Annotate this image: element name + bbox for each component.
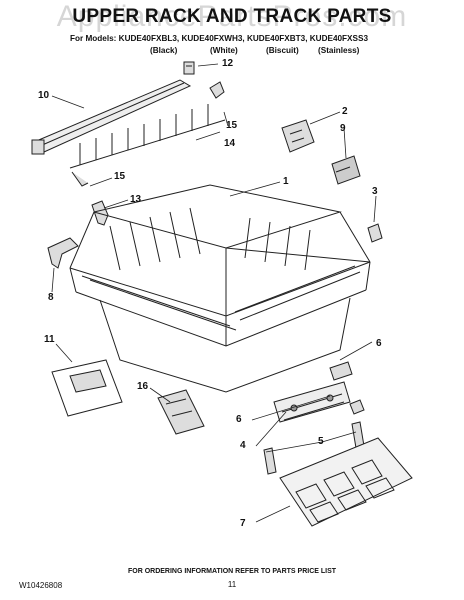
part-2-bracket: [281, 119, 315, 153]
doc-number: W10426808: [19, 581, 63, 590]
callout-1: 1: [283, 176, 289, 187]
variant-label: (Stainless): [318, 46, 360, 55]
part-3-clip: [367, 223, 383, 243]
part-8-clip: [47, 237, 79, 269]
callout-11: 11: [44, 334, 55, 345]
callout-8: 8: [48, 292, 54, 303]
callout-15-top: 15: [226, 120, 238, 131]
part-6-clip-bottom: [349, 399, 365, 415]
variant-label: (Biscuit): [266, 46, 299, 55]
part-4-track-adjuster: [273, 381, 351, 423]
part-16-clip: [157, 389, 205, 435]
callout-7: 7: [240, 518, 246, 529]
callout-13: 13: [130, 194, 142, 205]
page-number: 11: [227, 580, 237, 589]
callout-6-top: 6: [376, 338, 382, 349]
watermark: AppliancePartsPros.com: [56, 0, 408, 33]
part-7-stemware-holder: [279, 437, 413, 527]
ordering-info: FOR ORDERING INFORMATION REFER TO PARTS …: [127, 568, 337, 575]
callout-2: 2: [342, 106, 348, 117]
variant-label: (Black): [150, 46, 178, 55]
callout-5: 5: [318, 436, 324, 447]
part-1-rack: [69, 184, 371, 393]
variant-label: (White): [210, 46, 238, 55]
part-13-clip: [91, 200, 109, 226]
part-6-clip-top: [329, 361, 353, 381]
part-10-rail: [31, 79, 192, 155]
callout-15-left: 15: [114, 171, 126, 182]
part-9-bracket: [331, 155, 361, 185]
callout-14: 14: [224, 138, 236, 149]
callout-10: 10: [38, 90, 50, 101]
models-line: For Models: KUDE40FXBL3, KUDE40FXWH3, KU…: [70, 34, 368, 43]
callout-9: 9: [340, 123, 346, 134]
callout-3: 3: [372, 186, 378, 197]
callout-12: 12: [222, 58, 234, 69]
callout-6-mid: 6: [236, 414, 242, 425]
part-14-tine-row: [69, 104, 226, 187]
part-11-clip: [51, 359, 123, 417]
callout-4: 4: [240, 440, 246, 451]
callout-16: 16: [137, 381, 149, 392]
page-title: UPPER RACK AND TRACK PARTS: [72, 6, 392, 27]
part-15-clip-top: [209, 81, 225, 99]
part-12-clip: [183, 61, 195, 75]
leader-lines: [51, 63, 377, 523]
